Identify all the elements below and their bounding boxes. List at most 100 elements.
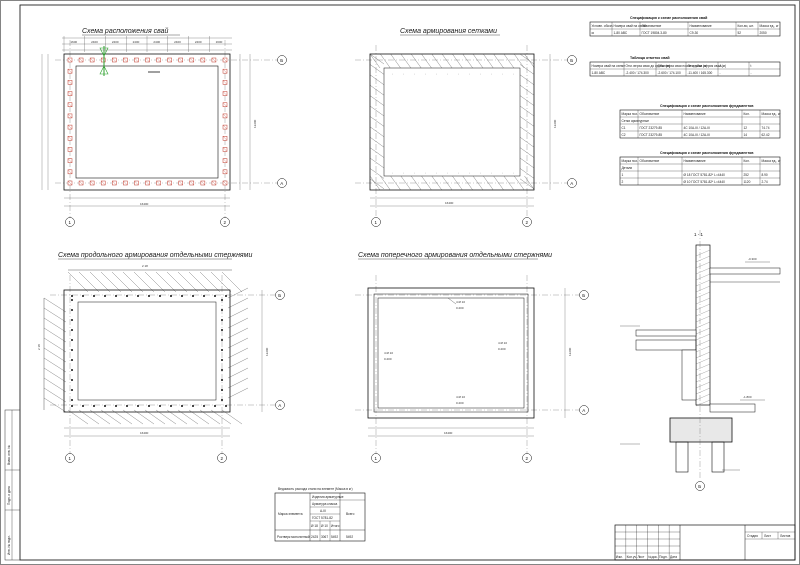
pile-cross <box>222 102 228 107</box>
rebar-leader <box>67 409 89 425</box>
seg-dim-label: 2400 <box>133 40 140 44</box>
mesh-bar <box>441 53 453 69</box>
mesh-bar <box>369 74 385 85</box>
rebar-dot <box>126 295 128 297</box>
spec-fdn2-cell: Обозначение <box>640 159 660 163</box>
rebar-leader <box>199 271 221 293</box>
section-elev-2: -1.800 <box>743 395 752 399</box>
mesh-bar <box>503 175 515 191</box>
mesh-bar <box>390 53 401 69</box>
steel-row-1: 2425 <box>311 535 318 539</box>
mesh-mark: ◦ <box>414 171 415 175</box>
rebar-leader <box>221 409 243 425</box>
mesh-bar <box>472 53 484 69</box>
trans-dim-h: 12200 <box>568 347 572 356</box>
spec-fdn1-cell: ГОСТ 23279-85 <box>640 133 663 137</box>
pile-cross <box>178 57 183 63</box>
section-1-1: 1 - 1 Б -0.300 -1.800 <box>620 230 781 491</box>
pile-table-cell: -11.400 / 165.300 <box>688 71 713 75</box>
trans-label-top: 4 Ø 10 0.200 <box>447 297 465 310</box>
pile-cross <box>67 57 73 63</box>
seg-dim-label: 2400 <box>153 40 160 44</box>
pile-cross <box>222 57 228 63</box>
mesh-bar <box>431 175 442 191</box>
spec-fdn1-cell: C2 <box>622 133 626 137</box>
pile-table-cell: 1-80 АВС <box>592 71 606 75</box>
axis-b-v4: Б <box>582 293 585 298</box>
steel-consumption-table: Ведомость расхода стали на элемент (Масс… <box>274 487 366 542</box>
axis-b-v1: Б <box>280 58 283 63</box>
stamp-cell-label: Кол.уч. <box>627 555 638 559</box>
rebar-dot <box>71 295 73 297</box>
pile-cross <box>222 169 228 174</box>
rebar-dot <box>225 405 227 407</box>
rebar-leader <box>78 409 100 425</box>
rebar-dot <box>221 399 223 401</box>
spec-piles-cell: Кол-во, шт. <box>738 24 754 28</box>
stamp-cell-label: №док. <box>648 555 657 559</box>
spec-fdn2-title: Спецификация к схеме расположения фундам… <box>660 151 754 155</box>
mesh-bar <box>514 175 525 191</box>
pile-table-cell: Δ <box>720 64 723 68</box>
rebar-leader <box>43 357 67 373</box>
mesh-mark: ◦ <box>392 171 393 175</box>
steel-row-3: 5492 <box>331 535 338 539</box>
pile-cross <box>67 102 73 107</box>
rebar-dot <box>181 405 183 407</box>
spec-fdn2-cell: Наименование <box>684 159 706 163</box>
rebar-dot <box>170 295 172 297</box>
rebar-leader <box>89 409 111 425</box>
spec-fdn2-cell: 2 <box>622 180 624 184</box>
spec-fdn1-cell: Марка поз. <box>622 112 638 116</box>
rebar-leader <box>43 317 67 333</box>
seg-dim-label: 1600 <box>70 40 77 44</box>
pile-cross <box>90 180 95 186</box>
axis-a-v4: А <box>582 408 585 413</box>
mesh-bar <box>519 157 535 169</box>
steel-sub-0: Арматура класса <box>312 502 338 506</box>
rebar-dot <box>71 369 73 371</box>
trans-label-left: 4 Ø 10 0.200 <box>384 351 393 361</box>
section-axis: Б <box>698 484 701 489</box>
mesh-bar <box>369 147 385 158</box>
pile-cross <box>222 91 228 96</box>
mesh-bar <box>452 175 463 191</box>
mesh-bar <box>519 137 535 148</box>
mesh-bar <box>400 53 412 69</box>
rebar-dot <box>192 405 194 407</box>
mesh-mark: ◦ <box>469 72 470 76</box>
spec-fdn1-cell: 12 <box>744 126 748 130</box>
rebar-dot <box>221 389 223 391</box>
wall-hatch-line <box>695 387 711 395</box>
mesh-bar <box>380 53 391 69</box>
rebar-leader <box>144 409 166 425</box>
pile-cross <box>167 180 172 186</box>
steel-col1: Марка элемента <box>278 512 303 516</box>
mesh-bar <box>519 53 535 65</box>
rebar-dot <box>71 349 73 351</box>
wall-hatch-line <box>695 321 711 329</box>
axis-2-v3: 2 <box>221 456 224 461</box>
wall-hatch-line <box>695 399 711 407</box>
mesh-mark: ◦ <box>458 72 459 76</box>
rebar-leader <box>43 307 67 323</box>
seg-dim-label: 2400 <box>174 40 181 44</box>
rebar-leader <box>227 347 249 359</box>
rebar-leader <box>166 271 188 293</box>
rebar-dot <box>221 379 223 381</box>
mesh-bar <box>400 175 412 191</box>
axis-1-v3: 1 <box>69 456 72 461</box>
mesh-bar <box>369 85 385 96</box>
pile-cross <box>78 57 84 63</box>
rebar-dot <box>71 379 73 381</box>
mesh-dim-w: 16400 <box>445 201 454 205</box>
pile-cross <box>156 180 161 186</box>
pile-cross <box>178 180 183 186</box>
steel-d18: Ø 18 <box>311 524 318 528</box>
rebar-leader <box>122 409 144 425</box>
rebar-leader <box>227 367 249 379</box>
mesh-mark: ◦ <box>392 72 393 76</box>
spec-fdn1-title: Спецификация к схеме расположения фундам… <box>660 104 754 108</box>
